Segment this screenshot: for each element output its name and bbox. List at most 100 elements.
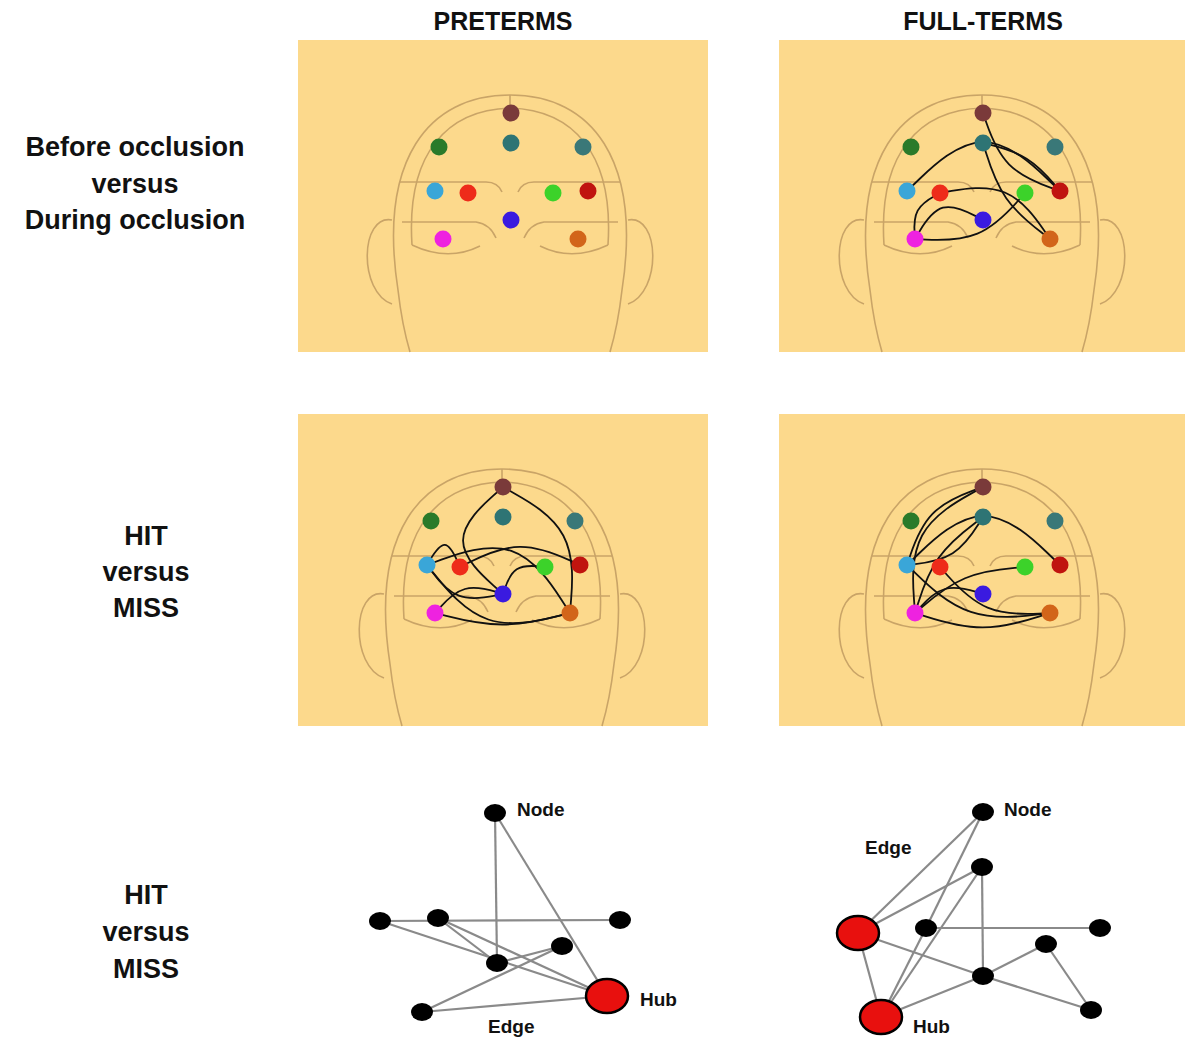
row-label: HIT <box>124 881 168 911</box>
electrode-dot <box>503 105 520 122</box>
connection-curve <box>503 487 572 613</box>
electrode-dot <box>503 212 520 229</box>
electrode-dot <box>545 185 562 202</box>
electrode-dot <box>975 212 992 229</box>
graph-node <box>411 1003 433 1021</box>
row-label: MISS <box>113 594 179 624</box>
electrode-dot <box>1017 559 1034 576</box>
electrode-dot <box>1042 605 1059 622</box>
electrode-dot <box>975 509 992 526</box>
connection-curve <box>940 188 1050 239</box>
connection-curve <box>940 567 1050 614</box>
graph-edge <box>983 976 1091 1010</box>
electrode-dot <box>575 139 592 156</box>
electrode-dot <box>427 183 444 200</box>
graph-node <box>609 911 631 929</box>
electrode-dot <box>427 605 444 622</box>
electrode-dot <box>1052 183 1069 200</box>
electrode-dot <box>1047 139 1064 156</box>
electrode-dot <box>572 557 589 574</box>
graph-edge <box>380 920 620 921</box>
row-label: versus <box>91 170 178 200</box>
electrode-dot <box>495 509 512 526</box>
electrode-dot <box>562 605 579 622</box>
graph-node <box>369 912 391 930</box>
electrode-dot <box>932 185 949 202</box>
connection-curve <box>463 487 503 594</box>
electrode-dot <box>537 559 554 576</box>
electrode-dot <box>580 183 597 200</box>
callout-label: Hub <box>640 990 677 1011</box>
electrode-dot <box>907 605 924 622</box>
graph-node <box>551 937 573 955</box>
row-label: During occlusion <box>25 206 246 236</box>
panel <box>298 414 708 726</box>
hub-node <box>860 1000 902 1034</box>
graph-node <box>1089 919 1111 937</box>
graph-edge <box>1046 944 1091 1010</box>
callout-label: Edge <box>488 1017 534 1038</box>
graph-node <box>1035 935 1057 953</box>
graph-edge <box>881 867 982 1017</box>
electrode-dot <box>423 513 440 530</box>
connection-curve <box>915 207 983 239</box>
row-label: MISS <box>113 955 179 985</box>
panel <box>779 414 1185 726</box>
electrode-dot <box>975 586 992 603</box>
graph-node <box>486 954 508 972</box>
graph-edge <box>438 918 607 996</box>
graph-edge <box>422 996 607 1012</box>
electrode-dot <box>903 139 920 156</box>
column-title: PRETERMS <box>434 8 573 36</box>
graph-node <box>484 804 506 822</box>
electrode-dot <box>899 183 916 200</box>
head-outline <box>359 469 645 726</box>
electrode-dot <box>570 231 587 248</box>
electrode-dot <box>567 513 584 530</box>
head-outline <box>367 95 653 352</box>
callout-label: Node <box>1004 800 1052 821</box>
electrode-dot <box>975 135 992 152</box>
graph-node <box>972 803 994 821</box>
callout-label: Hub <box>913 1017 950 1038</box>
connection-curve <box>915 567 1025 613</box>
electrode-dot <box>435 231 452 248</box>
graph-node <box>972 967 994 985</box>
hub-node <box>837 916 879 950</box>
panel <box>298 40 708 352</box>
electrode-dot <box>1017 185 1034 202</box>
electrode-dot <box>1042 231 1059 248</box>
head-outline <box>839 469 1125 726</box>
connection-curve <box>915 588 983 613</box>
head-outline <box>839 95 1125 352</box>
graph-edge <box>983 944 1046 976</box>
graph-node <box>427 909 449 927</box>
electrode-dot <box>903 513 920 530</box>
electrode-dot <box>419 557 436 574</box>
electrode-dot <box>495 586 512 603</box>
callout-label: Edge <box>865 838 911 859</box>
hub-node <box>586 979 628 1013</box>
graph-edge <box>926 927 1100 929</box>
electrode-dot <box>431 139 448 156</box>
connection-curve <box>460 547 580 567</box>
graph-edge <box>495 813 497 963</box>
graph-edge <box>438 918 497 963</box>
electrode-dot <box>460 185 477 202</box>
column-title: FULL-TERMS <box>903 8 1063 36</box>
connection-curve <box>915 193 1025 240</box>
electrode-dot <box>452 559 469 576</box>
electrode-dot <box>495 479 512 496</box>
connection-curve <box>915 613 1050 627</box>
electrode-dot <box>907 231 924 248</box>
graph-node <box>1080 1001 1102 1019</box>
row-label: HIT <box>124 522 168 552</box>
electrode-dot <box>1047 513 1064 530</box>
graph-node <box>915 919 937 937</box>
electrode-dot <box>899 557 916 574</box>
electrode-dot <box>1052 557 1069 574</box>
row-label: Before occlusion <box>25 133 244 163</box>
graph-edge <box>380 921 607 996</box>
graph-edge <box>858 812 983 933</box>
row-label: versus <box>102 918 189 948</box>
